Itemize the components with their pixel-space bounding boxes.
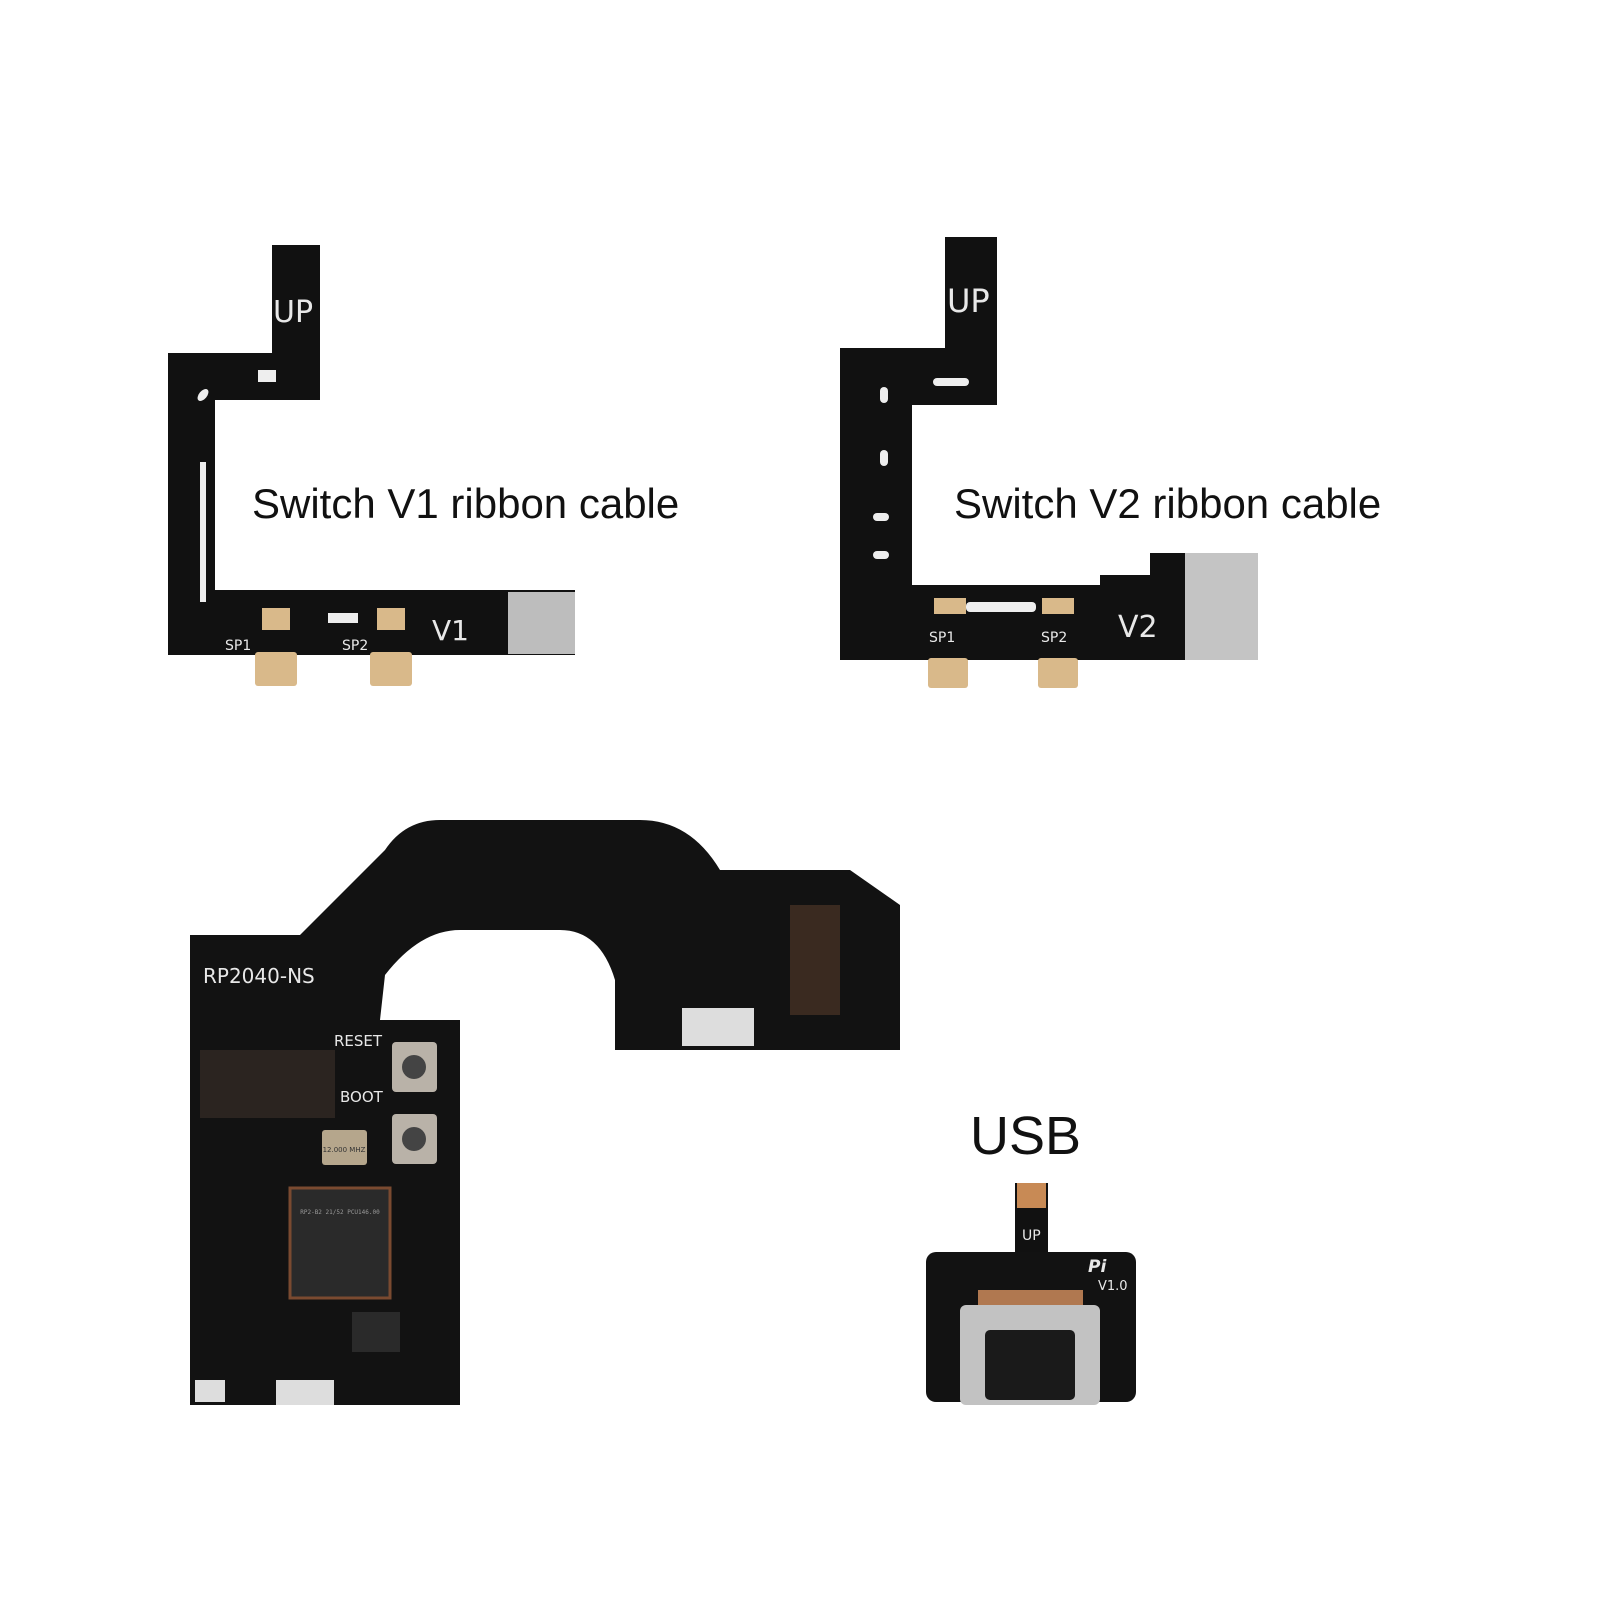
- v1-sp1-label: SP1: [225, 638, 251, 654]
- v1-version-label: V1: [432, 614, 469, 647]
- v1-pad-sp1: [255, 652, 297, 686]
- bottom-connector: [276, 1380, 334, 1405]
- v1-ribbon-cable: UP SP1 SP2 V1: [168, 245, 575, 686]
- usb-board: UP Pi V1.0: [926, 1183, 1136, 1405]
- rp2040-board: RP2040-NS RESET BOOT 12.000 MHZ RP2-B2 2…: [190, 820, 900, 1405]
- v2-ribbon-cable: UP SP1 SP2 V2: [840, 237, 1258, 688]
- usb-version-label: V1.0: [1098, 1279, 1128, 1294]
- v1-pad-sp2: [370, 652, 412, 686]
- caption-usb: USB: [970, 1106, 1082, 1166]
- small-connector: [682, 1008, 754, 1046]
- caption-v2: Switch V2 ribbon cable: [954, 480, 1382, 527]
- board-connector-left: [200, 1050, 335, 1118]
- boot-label: BOOT: [340, 1088, 384, 1106]
- usb-up-label: UP: [1022, 1228, 1041, 1244]
- caption-v1: Switch V1 ribbon cable: [252, 480, 680, 527]
- v1-metal-contact: [508, 592, 575, 654]
- v2-version-label: V2: [1118, 610, 1158, 645]
- v1-sp2-label: SP2: [342, 638, 368, 654]
- power-chip: [352, 1312, 400, 1352]
- chip-label: RP2-B2 21/52 PCU146.00: [300, 1209, 380, 1216]
- board-connector-right: [790, 905, 840, 1015]
- board-name-label: RP2040-NS: [203, 964, 315, 988]
- v2-sp2-label: SP2: [1041, 630, 1067, 646]
- usb-logo: Pi: [1088, 1257, 1107, 1277]
- v1-up-label: UP: [273, 295, 313, 330]
- rp2040-chip: [288, 1186, 392, 1300]
- crystal: [322, 1130, 367, 1165]
- crystal-label: 12.000 MHZ: [323, 1146, 366, 1154]
- reset-label: RESET: [334, 1032, 383, 1050]
- v2-pad-sp1: [928, 658, 968, 688]
- usb-flex-contacts: [1017, 1183, 1046, 1208]
- v2-up-label: UP: [947, 282, 990, 320]
- v2-pad-sp2: [1038, 658, 1078, 688]
- v2-sp1-label: SP1: [929, 630, 955, 646]
- v2-metal-contact: [1185, 553, 1258, 660]
